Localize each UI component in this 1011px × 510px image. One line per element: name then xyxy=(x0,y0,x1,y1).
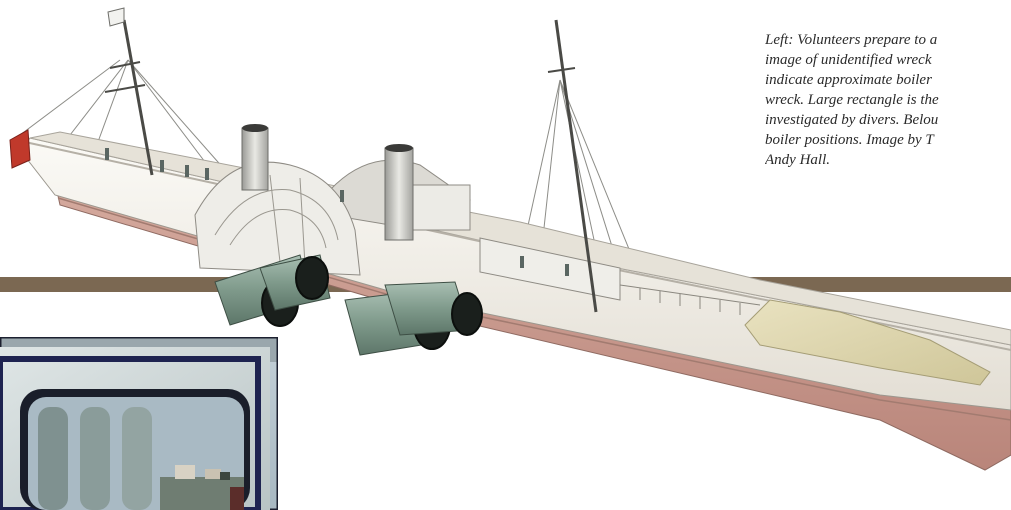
deck-railing xyxy=(619,284,761,315)
paddle-wheel-box xyxy=(194,161,361,276)
caption-line: boiler positions. Image by T xyxy=(765,132,934,148)
smokestack-forward xyxy=(384,144,414,241)
volunteers-photo xyxy=(0,337,278,510)
mast-aft xyxy=(104,19,154,176)
deckhouse-forward xyxy=(479,237,621,301)
caption-line: investigated by divers. Belou xyxy=(765,112,939,128)
caption-line: indicate approximate boiler xyxy=(765,72,932,88)
volunteers-photo-image xyxy=(0,337,278,510)
caption-line: Left: Volunteers prepare to a xyxy=(765,32,938,48)
boilers-aft xyxy=(214,254,331,327)
bow-cover xyxy=(744,299,991,386)
stern-flag xyxy=(9,129,31,169)
smokestack-aft xyxy=(241,124,269,191)
caption-line: image of unidentified wreck xyxy=(765,52,932,68)
caption-line: Andy Hall. xyxy=(765,152,830,168)
mast-forward xyxy=(547,19,598,313)
rigging-lines xyxy=(19,59,641,277)
caption-line: wreck. Large rectangle is the xyxy=(765,92,939,108)
masthead-flag xyxy=(107,7,125,27)
boilers-forward xyxy=(344,281,483,356)
deck-figures xyxy=(105,148,569,276)
figure-caption: Left: Volunteers prepare to a image of u… xyxy=(765,30,1011,170)
